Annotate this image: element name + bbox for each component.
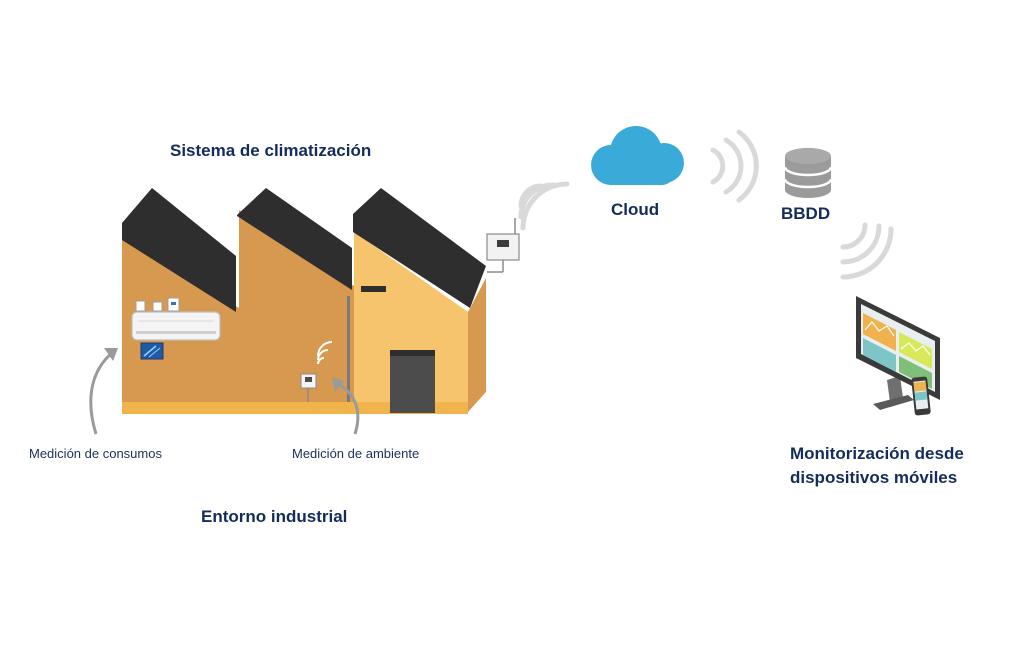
air-conditioner-icon xyxy=(131,311,221,341)
hvac-system-title: Sistema de climatización xyxy=(170,141,372,160)
wifi-waves-gateway xyxy=(518,181,570,231)
arrow-consumption xyxy=(89,348,118,435)
factory-side-wall xyxy=(468,278,486,412)
smartphone-icon xyxy=(911,376,931,416)
factory-pipe xyxy=(347,296,350,402)
wifi-waves-cloud xyxy=(710,129,759,203)
database-icon xyxy=(783,148,833,198)
factory-building-icon xyxy=(122,188,486,414)
ambient-sensor-icon xyxy=(300,341,333,402)
factory-door xyxy=(390,350,435,413)
wifi-waves-database xyxy=(840,222,894,280)
consumption-display-icon xyxy=(140,342,164,360)
roof-2 xyxy=(237,188,352,290)
roof-3 xyxy=(353,188,486,308)
factory-back-wall xyxy=(122,210,354,408)
roof-1 xyxy=(122,188,236,312)
industrial-environment-title: Entorno industrial xyxy=(201,507,348,526)
factory-vent xyxy=(361,286,386,292)
factory-front-wall xyxy=(354,232,468,412)
mobile-monitoring-line-2: dispositivos móviles xyxy=(790,468,958,487)
database-label: BBDD xyxy=(781,204,831,223)
mobile-monitoring-line-1: Monitorización desde xyxy=(790,444,964,463)
arrow-ambient xyxy=(332,377,360,435)
energy-meter-icon xyxy=(135,297,180,312)
cloud-label: Cloud xyxy=(611,200,660,219)
consumption-measurement-label: Medición de consumos xyxy=(29,446,162,461)
monitor-dashboard-icon xyxy=(856,296,940,410)
iot-gateway-icon xyxy=(486,218,520,273)
factory-floor xyxy=(122,402,468,414)
ambient-measurement-label: Medición de ambiente xyxy=(292,446,420,461)
mobile-monitoring-title: Monitorización desde dispositivos móvile… xyxy=(790,442,1020,490)
cloud-icon xyxy=(591,126,684,185)
